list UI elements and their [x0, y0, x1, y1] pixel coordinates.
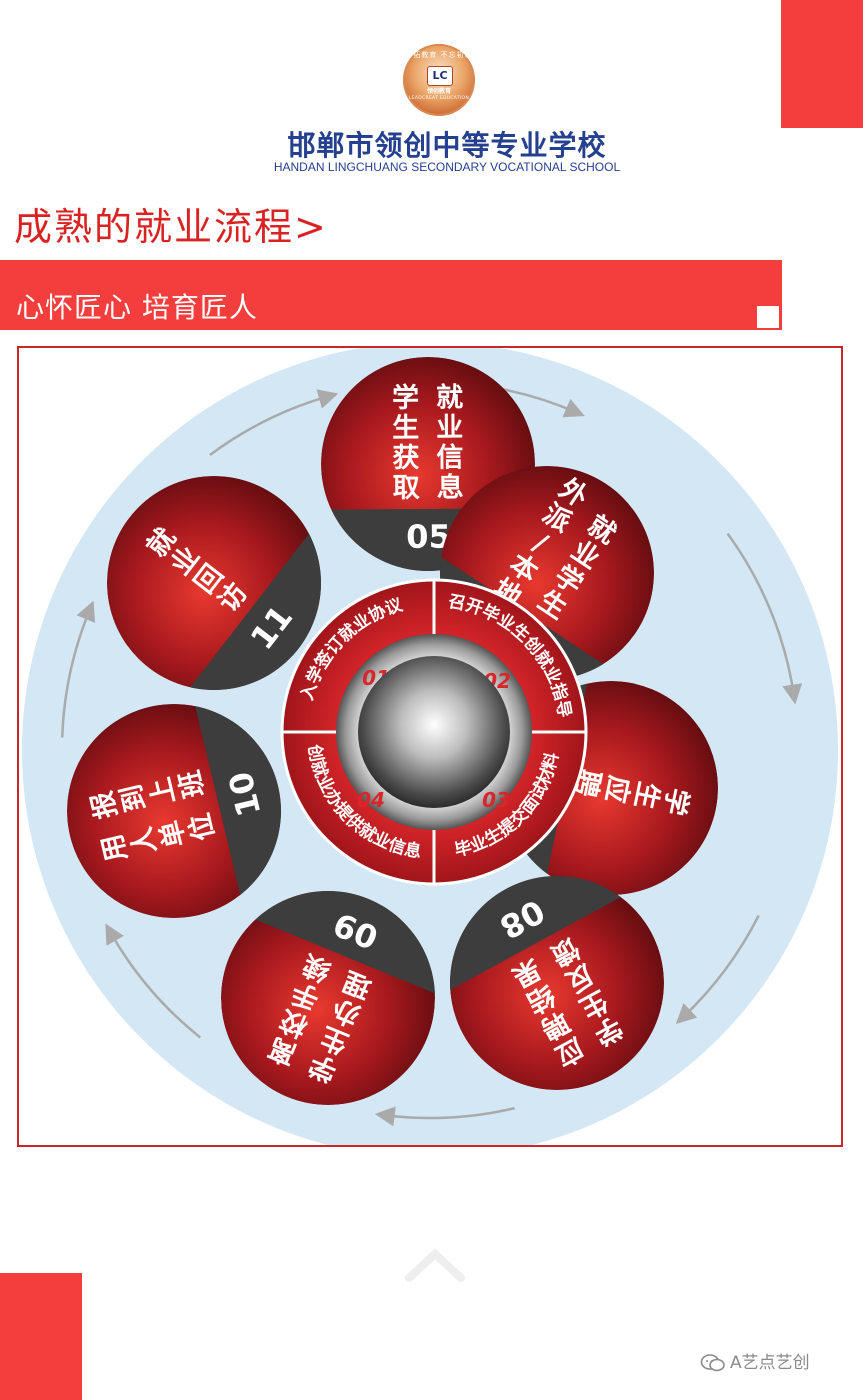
banner-square-decoration: [757, 306, 779, 328]
logo-ring-text: 开拓教育 不忘初心: [405, 51, 473, 59]
logo-cn-text: 领创教育: [426, 88, 451, 95]
watermark-text: A艺点艺创: [730, 1353, 810, 1373]
step-label-text: 学生获取: [392, 382, 420, 504]
flow-arrow: [374, 1106, 515, 1127]
diagram-frame: 05学生获取就业信息06外派/本地就业学生07学生应聘08学生反馈应聘结果09学…: [17, 346, 843, 1147]
school-logo: 开拓教育 不忘初心 LC 领创教育 LEADCREAT EDUCATION: [403, 44, 475, 116]
employment-process-diagram: 05学生获取就业信息06外派/本地就业学生07学生应聘08学生反馈应聘结果09学…: [19, 348, 838, 1145]
corner-decoration-bottom-left: [0, 1273, 82, 1400]
flow-arrows: [60, 386, 803, 1127]
school-name-cn: 邯郸市领创中等专业学校: [287, 129, 607, 162]
step-label: 学生应聘: [569, 767, 694, 818]
watermark: A艺点艺创: [700, 1348, 810, 1373]
banner-text: 心怀匠心 培育匠人: [16, 291, 258, 324]
step-label-text: 学生应聘: [569, 767, 694, 818]
flow-arrow: [675, 914, 760, 1025]
step-label-text: 就业信息: [436, 382, 464, 503]
inner-step-number: 04: [357, 788, 385, 812]
flow-arrow: [209, 389, 339, 457]
center-sphere: [358, 656, 510, 808]
wechat-icon: [700, 1354, 725, 1372]
corner-decoration-top-right: [781, 0, 863, 128]
inner-step-number: 03: [482, 788, 510, 812]
school-name-en: HANDAN LINGCHUANG SECONDARY VOCATIONAL S…: [273, 160, 621, 174]
logo-en-text: LEADCREAT EDUCATION: [408, 96, 470, 101]
chevron-up-icon[interactable]: [403, 1244, 467, 1284]
section-title: 成熟的就业流程>: [14, 205, 328, 249]
flow-arrow: [726, 532, 803, 705]
step-label-text: 报到上班: [87, 767, 211, 821]
flow-arrow: [60, 600, 96, 738]
step-number-cap: [221, 891, 435, 1033]
flow-arrow: [105, 923, 202, 1039]
logo-emblem: LC: [427, 66, 453, 86]
banner: [0, 260, 782, 330]
